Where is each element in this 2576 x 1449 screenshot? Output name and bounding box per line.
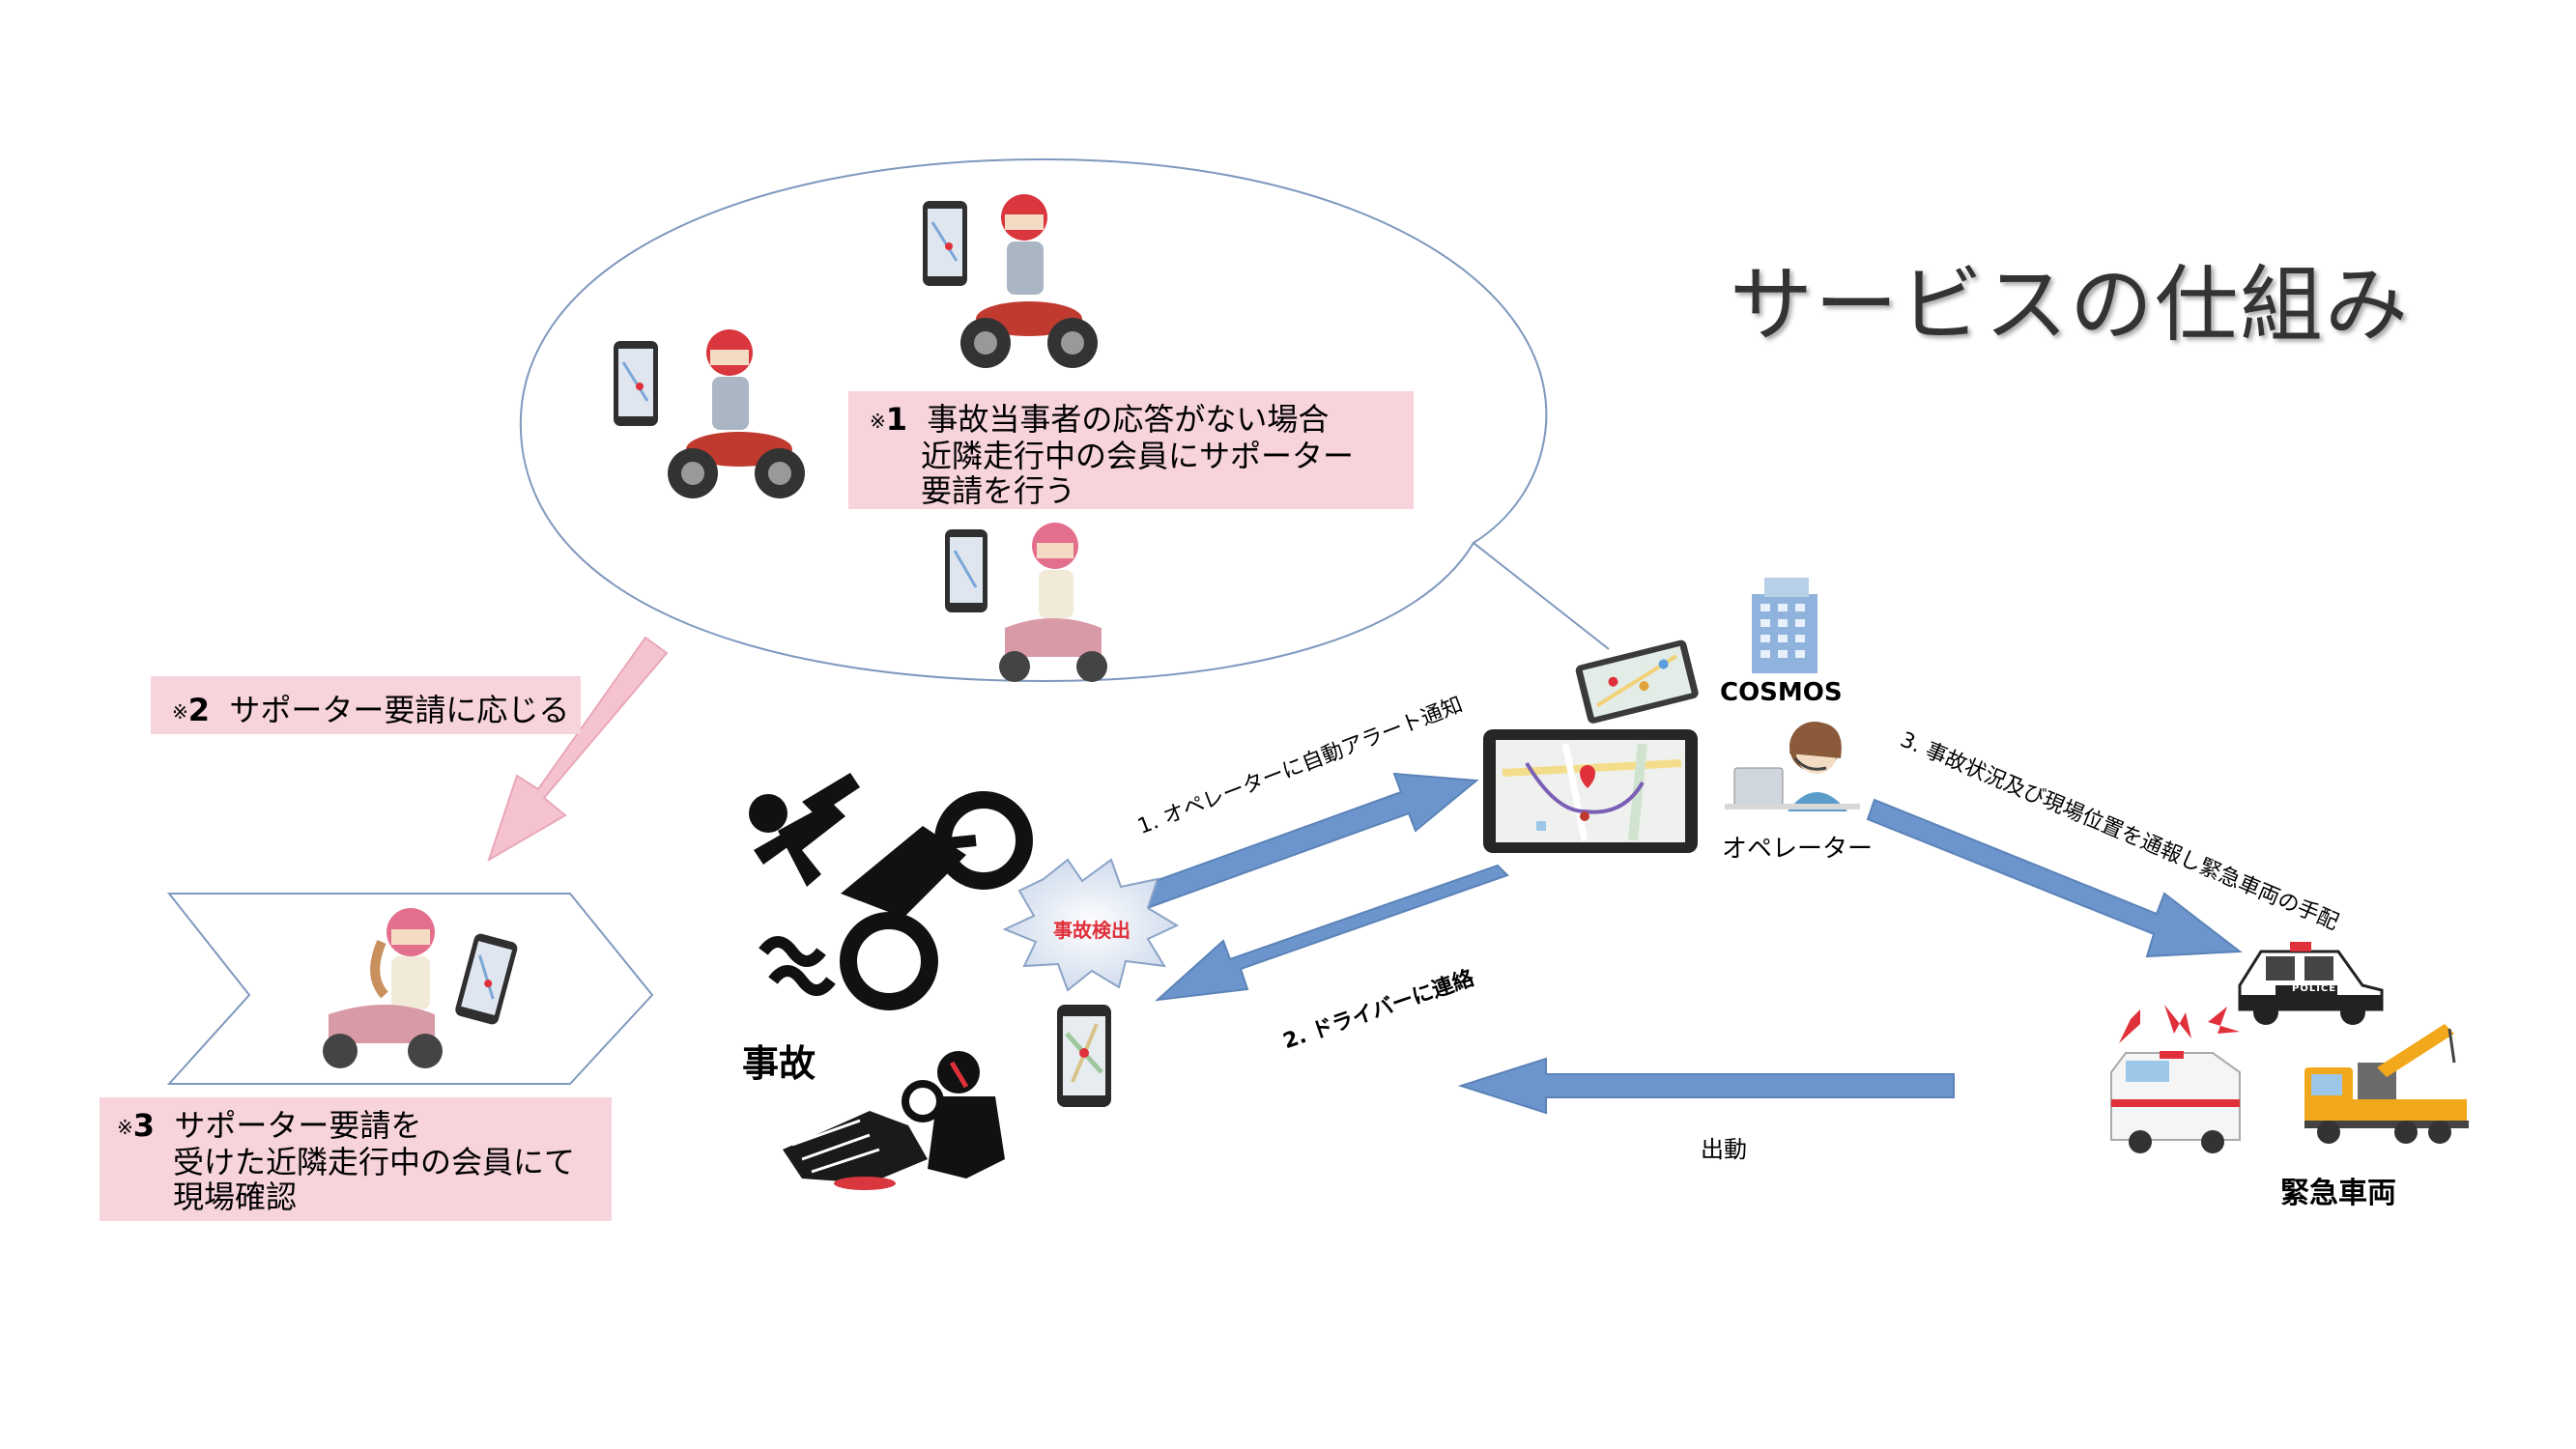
note-1-line-3: 要請を行う: [921, 472, 1076, 509]
note-2: ※2 サポーター要請に応じる: [151, 676, 581, 734]
operator-illustration: [1725, 722, 1860, 811]
fallen-rider-pictogram: [783, 1051, 1005, 1190]
rider-2: [614, 329, 805, 498]
ambulance: [2110, 1005, 2241, 1153]
note-1-text-1: 事故当事者の応答がない場合: [927, 401, 1330, 438]
note-1-line-2: 近隣走行中の会員にサポーター: [921, 438, 1355, 474]
note-2-text: サポーター要請に応じる: [229, 692, 570, 728]
note-3: ※3 サポーター要請を 受けた近隣走行中の会員にて 現場確認: [100, 1097, 612, 1221]
accident-pictogram: [749, 773, 1033, 1010]
police-car: [2238, 942, 2384, 1025]
tow-truck: [2304, 1024, 2469, 1144]
operator-tablet: [1483, 729, 1698, 853]
note-3-line-1: ※3 サポーター要請を: [117, 1107, 421, 1146]
note-3-text-1: サポーター要請を: [174, 1107, 422, 1144]
note-3-number: 3: [132, 1107, 156, 1144]
note-3-line-2: 受けた近隣走行中の会員にて: [173, 1144, 576, 1180]
map-device-small: [1575, 639, 1699, 724]
note-3-line-3: 現場確認: [173, 1179, 298, 1215]
page-title: サービスの仕組み: [1730, 257, 2410, 354]
note-2-number: 2: [187, 692, 211, 728]
accident-label: 事故: [742, 1042, 816, 1085]
accident-detect-label: 事故検出: [1053, 919, 1131, 942]
supporter-rider: [323, 908, 518, 1068]
note-2-mark: ※: [172, 700, 188, 724]
operator-label: オペレーター: [1722, 835, 1874, 864]
police-text: POLICE: [2292, 983, 2337, 994]
note-1-number: 1: [885, 401, 908, 438]
cosmos-label: COSMOS: [1720, 678, 1843, 707]
flow-arrow-step3: [1866, 798, 2243, 958]
flow-arrow-dispatch: [1457, 1057, 1955, 1115]
building-icon: [1752, 578, 1818, 673]
driver-smartphone: [1057, 1005, 1111, 1107]
dispatch-label: 出動: [1701, 1136, 1747, 1163]
detection-burst: [1002, 858, 1180, 992]
emergency-vehicles-label: 緊急車両: [2280, 1177, 2396, 1210]
note-1: ※1 事故当事者の応答がない場合 近隣走行中の会員にサポーター 要請を行う: [848, 391, 1414, 509]
rider-3: [945, 523, 1107, 682]
note-1-mark: ※: [870, 410, 886, 433]
flow-arrow-step1: [1119, 772, 1479, 917]
note-1-line-1: ※1 事故当事者の応答がない場合: [870, 401, 1329, 440]
note-3-mark: ※: [117, 1116, 133, 1139]
flow-arrow-step2: [1154, 864, 1509, 1002]
pink-arrow: [487, 636, 669, 863]
rider-1: [923, 194, 1098, 368]
